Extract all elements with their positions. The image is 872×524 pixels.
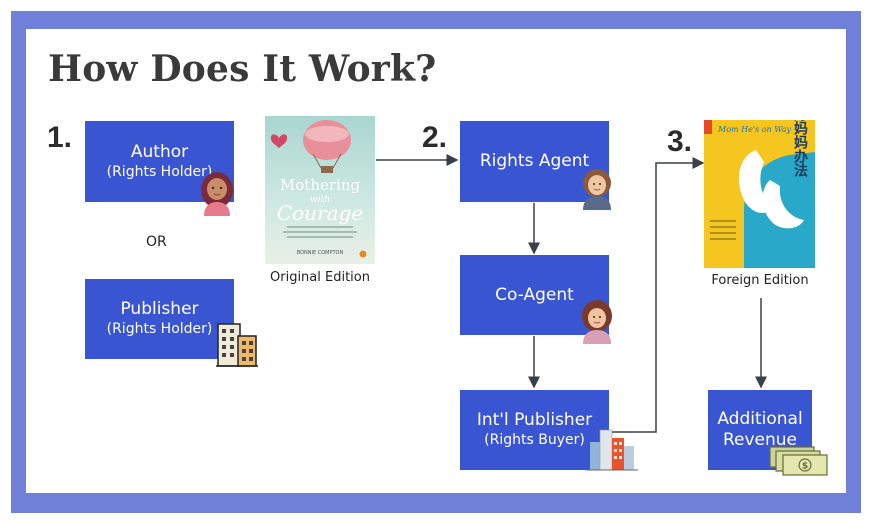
- original-edition-caption: Original Edition: [270, 270, 370, 285]
- publisher-box: Publisher (Rights Holder): [85, 279, 234, 359]
- publisher-sublabel: (Rights Holder): [106, 321, 213, 337]
- foreign-edition-book-cover: Mom He's on Way 好妈妈办法: [704, 120, 815, 268]
- or-label: OR: [146, 234, 167, 250]
- office-building-icon: [216, 323, 258, 367]
- page-title: How Does It Work?: [48, 48, 437, 90]
- intl-publisher-sublabel: (Rights Buyer): [484, 432, 585, 448]
- foreign-cover-english-title: Mom He's on Way: [717, 125, 792, 134]
- author-box: Author (Rights Holder): [85, 121, 234, 202]
- original-cover-title-1: Mothering: [280, 176, 361, 194]
- author-label: Author: [130, 141, 189, 162]
- intl-publisher-box: Int'l Publisher (Rights Buyer): [460, 390, 609, 470]
- revenue-label-line1: Additional: [717, 409, 803, 429]
- original-edition-book-cover: Mothering with Courage BONNIE COMPTON: [265, 116, 375, 264]
- original-cover-title-2: with: [310, 195, 330, 205]
- author-sublabel: (Rights Holder): [106, 163, 213, 180]
- arrow-publisher-to-foreign: [612, 157, 705, 433]
- publisher-label: Publisher: [120, 299, 199, 319]
- author-avatar-icon: [201, 172, 233, 216]
- city-buildings-icon: [586, 429, 638, 471]
- svg-text:$: $: [802, 462, 808, 472]
- step-3-number: 3.: [667, 125, 693, 158]
- revenue-label-line2: Revenue: [722, 430, 798, 450]
- foreign-cover-chinese-title: 好妈妈办法: [792, 120, 809, 178]
- original-cover-title-3: Courage: [277, 201, 363, 225]
- rights-agent-avatar-icon: [583, 169, 611, 210]
- foreign-edition-caption: Foreign Edition: [711, 273, 809, 288]
- money-bills-icon: $: [769, 446, 828, 476]
- step-2-number: 2.: [422, 121, 448, 154]
- step-1-number: 1.: [47, 121, 73, 154]
- intl-publisher-label: Int'l Publisher: [476, 410, 593, 430]
- co-agent-avatar-icon: [582, 300, 612, 344]
- original-cover-author: BONNIE COMPTON: [297, 250, 344, 256]
- rights-agent-label: Rights Agent: [479, 151, 590, 171]
- co-agent-label: Co-Agent: [495, 284, 574, 305]
